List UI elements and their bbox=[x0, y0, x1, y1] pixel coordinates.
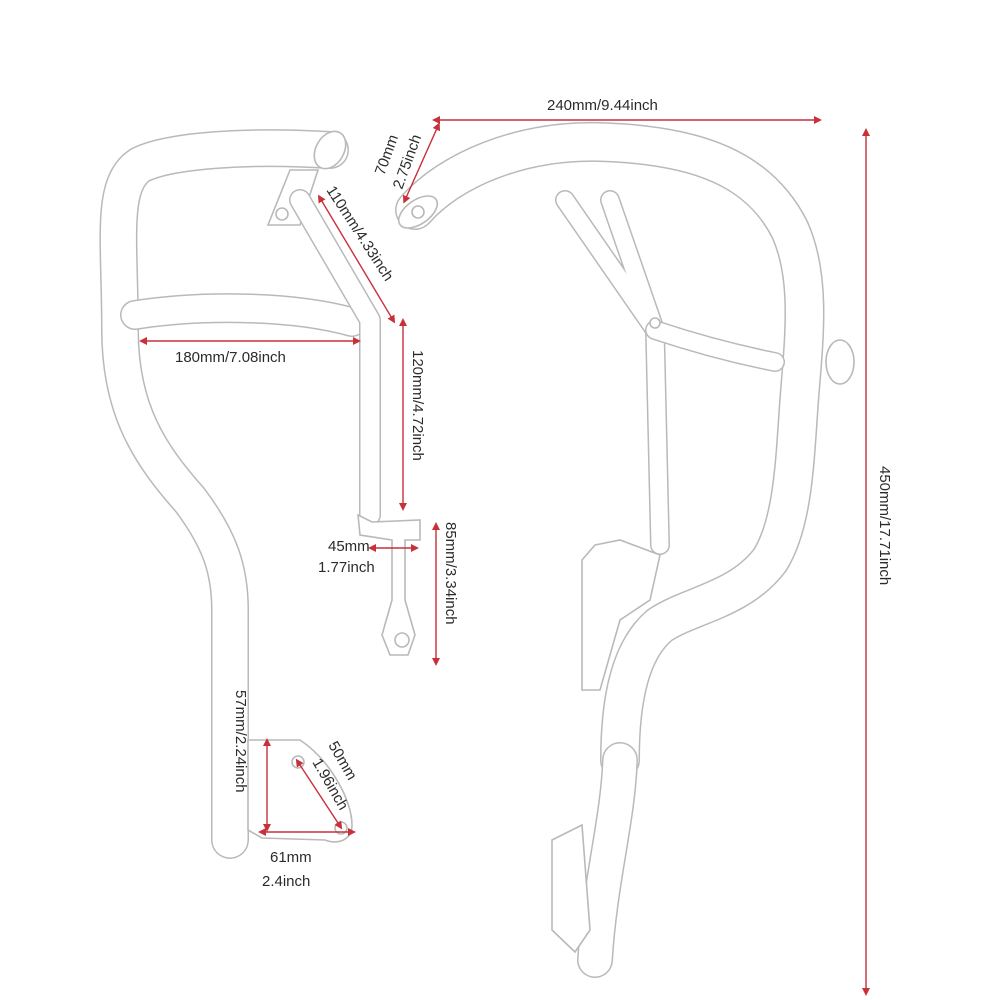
right-tube-end-hole bbox=[411, 205, 425, 219]
label-bracket-offset-mm: 45mm bbox=[328, 538, 370, 555]
label-plate-height: 57mm/2.24inch bbox=[232, 690, 249, 793]
label-vertical-strut: 120mm/4.72inch bbox=[409, 350, 426, 461]
dim-line-diagonal bbox=[317, 194, 396, 324]
left-lower-bracket bbox=[357, 513, 421, 656]
label-height-total: 450mm/17.71inch bbox=[876, 466, 893, 585]
right-crash-bar bbox=[395, 121, 855, 978]
right-side-knob bbox=[825, 339, 855, 385]
left-tube-end-cap bbox=[313, 130, 347, 170]
label-width-top: 240mm/9.44inch bbox=[547, 97, 658, 114]
left-crash-bar bbox=[99, 129, 421, 859]
right-strut-joint bbox=[649, 317, 661, 329]
dim-line-top-tube bbox=[402, 122, 441, 204]
label-inner-width: 180mm/7.08inch bbox=[175, 349, 286, 366]
right-bottom-plate bbox=[551, 823, 591, 954]
label-bracket-height: 85mm/3.34inch bbox=[442, 522, 459, 625]
dimension-lines bbox=[139, 116, 870, 996]
dim-line-plate-diagonal bbox=[295, 758, 343, 830]
right-lower-plate bbox=[581, 539, 661, 691]
right-y-strut bbox=[555, 190, 670, 555]
left-top-mount-hole bbox=[275, 207, 289, 221]
label-bracket-offset-in: 1.77inch bbox=[318, 559, 375, 576]
right-main-tube bbox=[395, 121, 825, 780]
label-plate-width-in: 2.4inch bbox=[262, 873, 310, 890]
left-lower-bracket-hole bbox=[394, 632, 410, 648]
label-plate-width-mm: 61mm bbox=[270, 849, 312, 866]
